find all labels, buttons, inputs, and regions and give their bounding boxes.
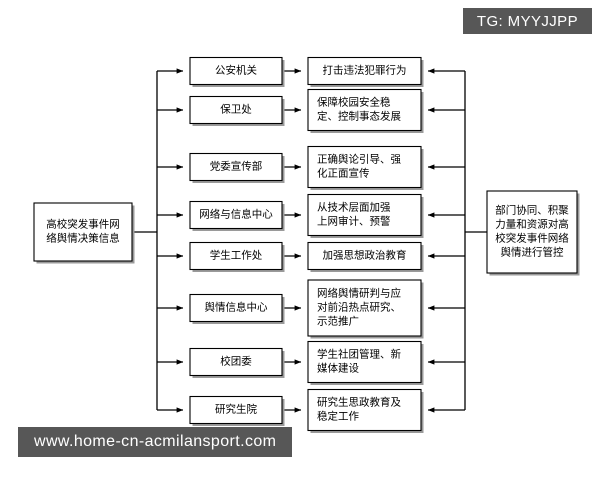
node-responsibility-2-shape	[307, 88, 422, 132]
node-responsibility-6-shape	[307, 279, 422, 337]
node-department-3: 党委宣传部	[189, 152, 285, 183]
node-responsibility-6-label-line-3: 示范推广	[317, 314, 359, 327]
node-layer: 高校突发事件网络舆情决策信息公安机关保卫处党委宣传部网络与信息中心学生工作处舆情…	[33, 56, 580, 433]
node-responsibility-5: 加强思想政治教育	[307, 241, 424, 272]
node-responsibility-8-label-line-2: 稳定工作	[317, 409, 359, 422]
node-outcome-label-line-3: 校突发事件网络	[495, 231, 569, 244]
node-responsibility-3-label-line-1: 正确舆论引导、强	[317, 152, 401, 165]
node-department-6: 舆情信息中心	[189, 293, 285, 324]
node-responsibility-7-label-line-2: 媒体建设	[317, 361, 359, 374]
node-department-4-shape	[189, 200, 283, 230]
node-department-5: 学生工作处	[189, 241, 285, 272]
node-department-5-label-line-1: 学生工作处	[210, 248, 263, 261]
node-department-8-shape	[189, 395, 283, 425]
node-department-8: 研究生院	[189, 395, 285, 426]
node-responsibility-7-label-line-1: 学生社团管理、新	[317, 347, 401, 360]
node-department-1-shape	[189, 56, 283, 86]
node-responsibility-3-label-line-2: 化正面宣传	[317, 166, 370, 179]
node-responsibility-8-shape	[307, 388, 422, 432]
node-outcome-label-line-2: 力量和资源对高	[495, 217, 569, 230]
node-department-1: 公安机关	[189, 56, 285, 87]
node-outcome-label-line-4: 舆情进行管控	[501, 245, 564, 258]
node-responsibility-6-label-line-1: 网络舆情研判与应	[317, 286, 401, 299]
node-department-6-shape	[189, 293, 283, 323]
node-department-5-shape	[189, 241, 283, 271]
node-outcome-shape	[486, 190, 578, 274]
node-source-shape	[33, 202, 133, 262]
node-responsibility-1-label-line-1: 打击违法犯罪行为	[323, 63, 407, 76]
node-department-7-label-line-1: 校团委	[220, 354, 252, 367]
node-department-2-shape	[189, 95, 283, 125]
watermark-bottom-left: www.home-cn-acmilansport.com	[18, 427, 293, 457]
node-source-label-line-1: 高校突发事件网	[46, 217, 120, 230]
node-department-7-shape	[189, 347, 283, 377]
node-department-6-label-line-1: 舆情信息中心	[205, 300, 268, 313]
node-department-2-label-line-1: 保卫处	[220, 102, 252, 115]
node-outcome-label-line-1: 部门协同、积聚	[495, 203, 569, 216]
node-department-3-label-line-1: 党委宣传部	[210, 159, 263, 172]
node-responsibility-6-label-line-2: 对前沿热点研究、	[317, 300, 401, 313]
watermark-top-right: TG: MYYJJPP	[462, 8, 592, 34]
node-responsibility-7-shape	[307, 340, 422, 384]
node-responsibility-4-shape	[307, 193, 422, 237]
node-department-4: 网络与信息中心	[189, 200, 285, 231]
node-responsibility-4-label-line-2: 上网审计、预警	[317, 214, 391, 227]
node-department-3-shape	[189, 152, 283, 182]
node-department-7: 校团委	[189, 347, 285, 378]
node-department-4-label-line-1: 网络与信息中心	[199, 207, 273, 220]
node-department-1-label-line-1: 公安机关	[215, 63, 257, 76]
node-responsibility-4-label-line-1: 从技术层面加强	[317, 200, 391, 213]
node-source-label-line-2: 络舆情决策信息	[46, 231, 120, 244]
node-responsibility-5-shape	[307, 241, 422, 271]
connector-layer	[132, 68, 487, 413]
node-department-8-label-line-1: 研究生院	[215, 402, 257, 415]
node-responsibility-2-label-line-1: 保障校园安全稳	[317, 95, 391, 108]
node-responsibility-5-label-line-1: 加强思想政治教育	[323, 248, 407, 261]
node-responsibility-8-label-line-1: 研究生思政教育及	[317, 395, 401, 408]
node-responsibility-3-shape	[307, 145, 422, 189]
node-department-2: 保卫处	[189, 95, 285, 126]
node-responsibility-1-shape	[307, 56, 422, 86]
node-responsibility-2-label-line-2: 定、控制事态发展	[317, 109, 401, 122]
node-responsibility-1: 打击违法犯罪行为	[307, 56, 424, 87]
